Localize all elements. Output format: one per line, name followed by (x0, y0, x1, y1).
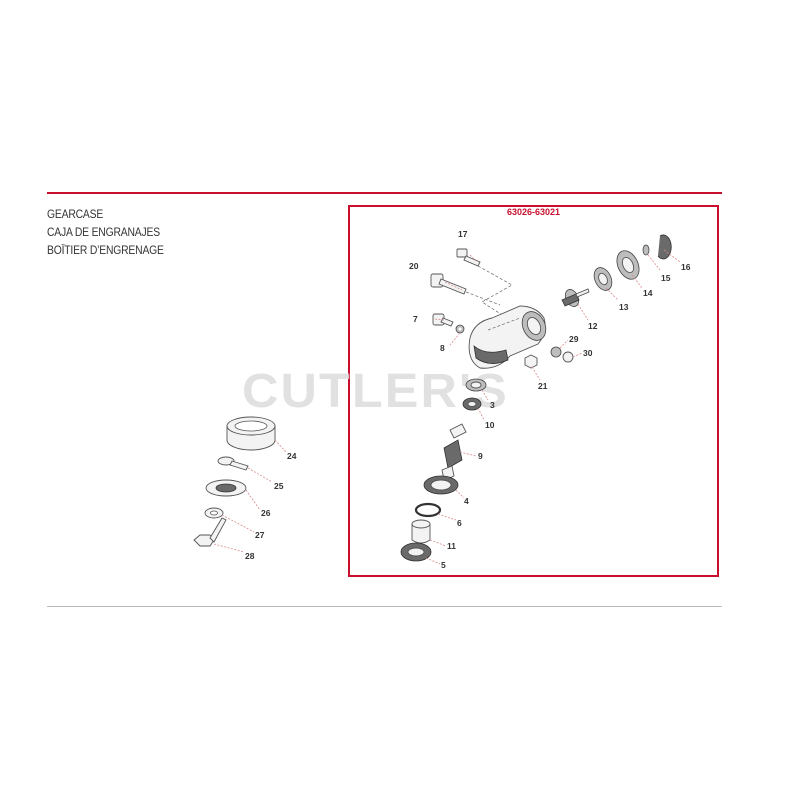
label-13: 13 (619, 302, 629, 312)
assembly-dashline-20 (465, 291, 501, 306)
label-26: 26 (261, 508, 271, 518)
label-20: 20 (409, 261, 419, 271)
label-25: 25 (274, 481, 284, 491)
part-7-bolt (432, 313, 454, 327)
part-4-bearing (423, 475, 459, 495)
label-11: 11 (447, 541, 456, 551)
label-24: 24 (287, 451, 297, 461)
part-30-washer (562, 351, 574, 363)
part-14-bearing (616, 250, 640, 280)
header-rule (47, 192, 722, 194)
part-24-guard-ring (226, 416, 276, 451)
label-8: 8 (440, 343, 445, 353)
part-13-bearing (593, 267, 613, 291)
part-3-bearing (465, 378, 487, 392)
label-15: 15 (661, 273, 671, 283)
part-15-shim (642, 244, 650, 256)
part-9-spindle (441, 423, 467, 481)
model-range-label: 63026-63021 (506, 207, 561, 217)
part-11-collar (411, 519, 431, 544)
label-7: 7 (413, 314, 418, 324)
label-10: 10 (485, 420, 495, 430)
watermark: CUTLER'S (242, 365, 509, 418)
part-gearcase-housing (468, 305, 547, 369)
label-16: 16 (681, 262, 691, 272)
title-french: BOÎTIER D’ENGRENAGE (47, 245, 164, 257)
part-16-snap-ring (657, 234, 672, 260)
gearcase-frame (348, 205, 719, 577)
part-28-bolt (193, 517, 227, 547)
label-5: 5 (441, 560, 446, 570)
part-17-screw (456, 248, 481, 267)
section-titles: GEARCASE CAJA DE ENGRANAJES BOÎTIER D’EN… (47, 206, 177, 260)
label-6: 6 (457, 518, 462, 528)
part-10-bearing (462, 397, 482, 411)
label-30: 30 (583, 348, 593, 358)
label-14: 14 (643, 288, 653, 298)
part-12-pinion-gear (561, 288, 590, 307)
part-25-wrench (217, 456, 249, 471)
label-29: 29 (569, 334, 579, 344)
label-27: 27 (255, 530, 265, 540)
label-12: 12 (588, 321, 598, 331)
label-9: 9 (478, 451, 483, 461)
part-26-cutter-holder (205, 479, 247, 497)
part-27-washer (204, 507, 224, 519)
footer-rule (47, 606, 722, 607)
title-spanish: CAJA DE ENGRANAJES (47, 227, 160, 239)
label-17: 17 (458, 229, 468, 239)
part-29-washer (550, 346, 562, 358)
part-5-bearing (400, 542, 432, 562)
part-6-snap-ring (414, 502, 442, 518)
label-4: 4 (464, 496, 469, 506)
label-21: 21 (538, 381, 548, 391)
title-english: GEARCASE (47, 209, 104, 221)
label-28: 28 (245, 551, 255, 561)
assembly-dashline-17 (477, 265, 513, 319)
part-21-nut (524, 354, 538, 369)
label-3: 3 (490, 400, 495, 410)
